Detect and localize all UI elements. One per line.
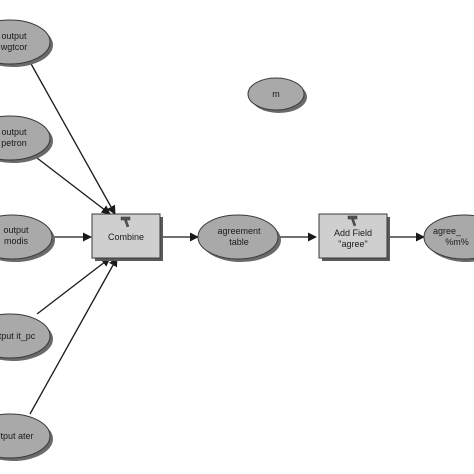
node-label: "agree" xyxy=(338,239,367,249)
hammer-icon xyxy=(347,215,358,227)
node-combine-tool[interactable]: Combine xyxy=(91,213,163,261)
node-label: table xyxy=(229,237,249,247)
node-label: output xyxy=(1,127,27,137)
edge-it_pc-to-combine xyxy=(36,257,111,315)
node-agree-output[interactable]: agree_ %m% xyxy=(423,214,474,262)
node-label: modis xyxy=(4,236,29,246)
node-m-parameter[interactable]: m xyxy=(247,77,307,113)
node-label: output xyxy=(1,31,27,41)
node-label: petron xyxy=(1,138,27,148)
edges xyxy=(29,61,425,415)
node-label: output ater xyxy=(0,431,34,441)
node-label: wgtcor xyxy=(0,42,27,52)
node-label: output xyxy=(3,225,29,235)
node-label: Combine xyxy=(108,232,144,242)
node-output-modis[interactable]: output modis xyxy=(0,214,55,262)
node-label: agreement xyxy=(217,226,261,236)
node-output-ater[interactable]: output ater xyxy=(0,413,53,461)
node-label: Add Field xyxy=(334,228,372,238)
hammer-icon xyxy=(120,216,131,228)
node-label: %m% xyxy=(445,237,469,247)
edge-wgtcor-to-combine xyxy=(29,61,116,215)
node-agreement-table[interactable]: agreement table xyxy=(197,214,281,262)
node-label: agree_ xyxy=(433,226,462,236)
node-output-petron[interactable]: output petron xyxy=(0,115,53,163)
node-add-field-tool[interactable]: Add Field "agree" xyxy=(318,213,390,261)
edge-ater-to-combine xyxy=(29,257,118,415)
edge-petron-to-combine xyxy=(36,157,111,215)
node-output-wgtcor[interactable]: output wgtcor xyxy=(0,19,53,67)
node-label: m xyxy=(272,89,280,99)
node-output-it-pc[interactable]: output it_pc xyxy=(0,313,53,361)
node-label: output it_pc xyxy=(0,331,36,341)
